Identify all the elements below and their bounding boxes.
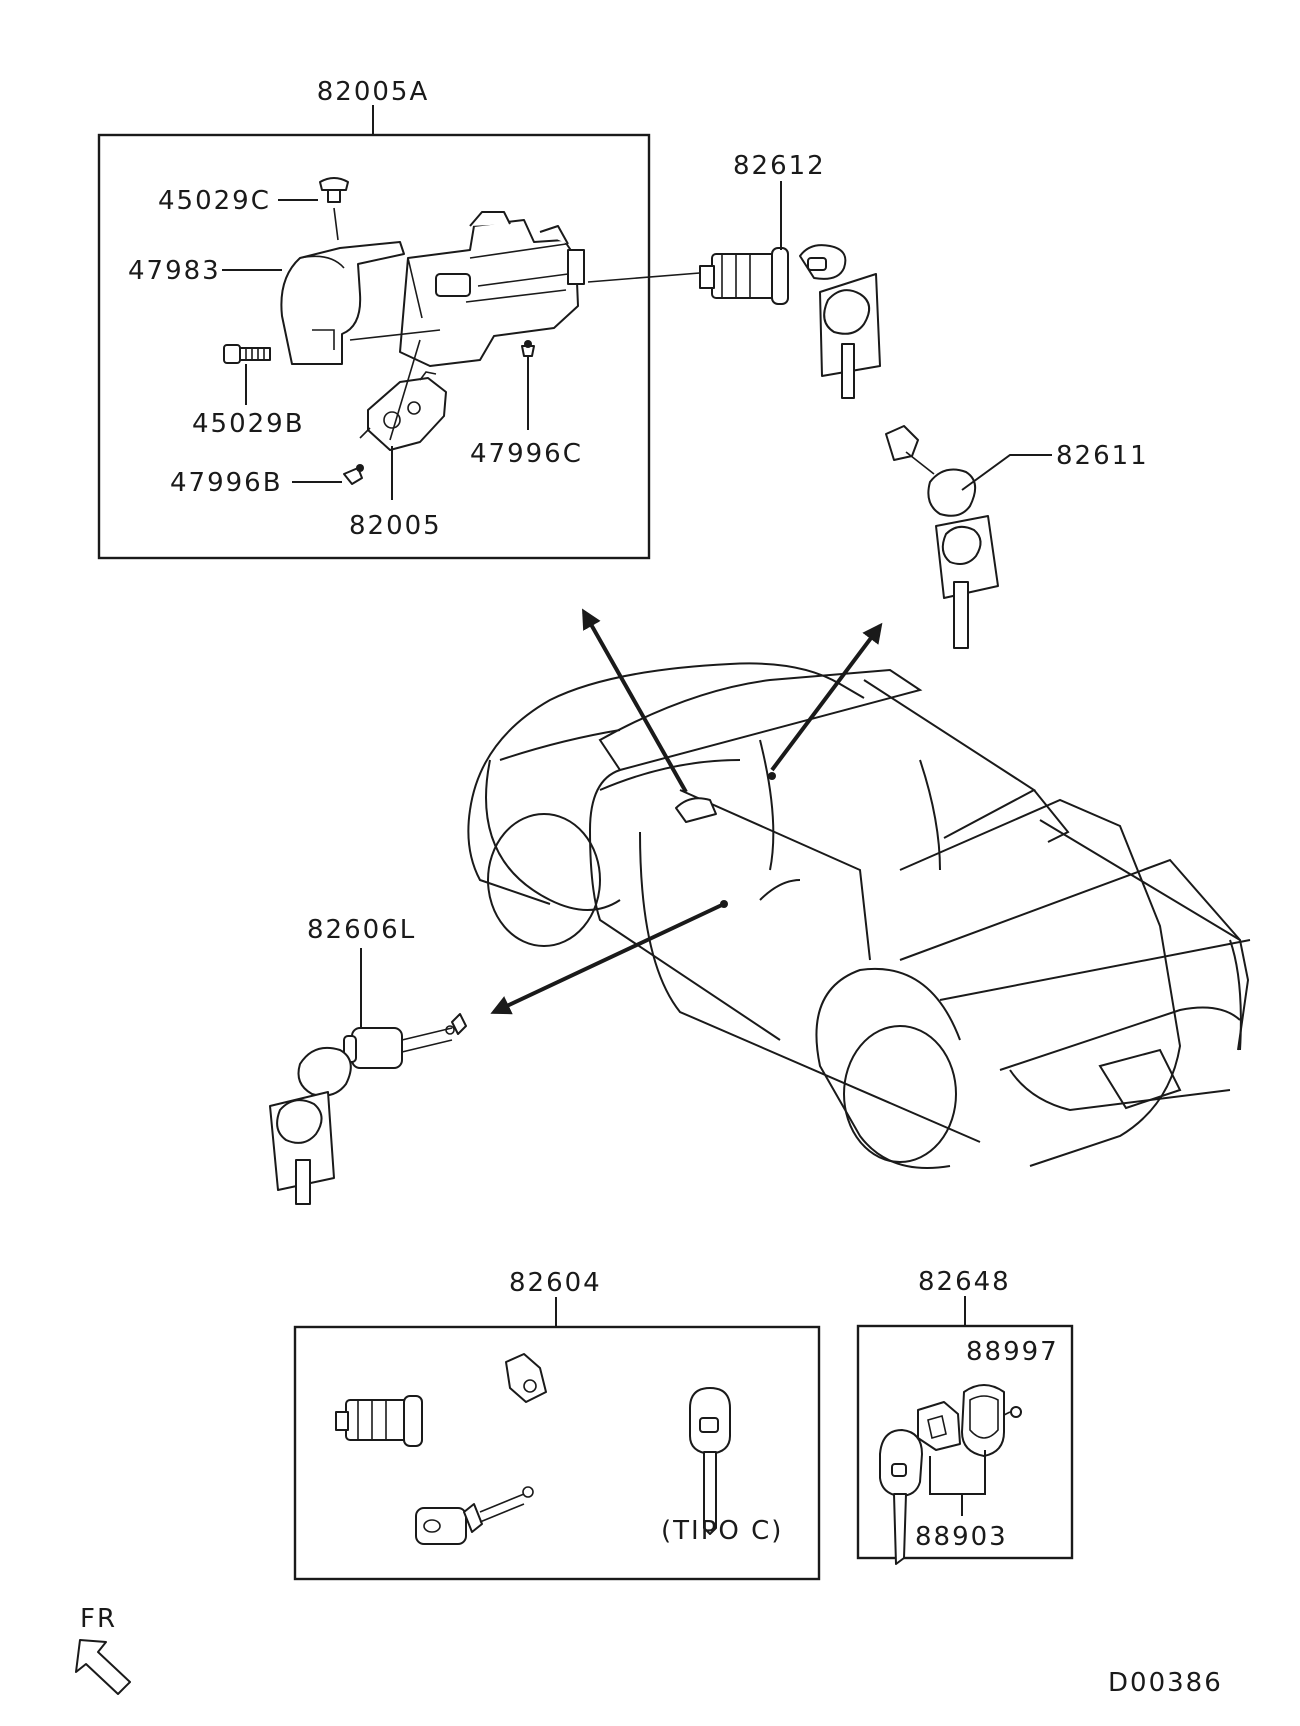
bracket-88903 [929, 1450, 986, 1495]
label-82648: 82648 [918, 1267, 1011, 1297]
label-82604: 82604 [509, 1268, 602, 1298]
key-kit-key-blank [879, 1429, 923, 1565]
leader-82611 [961, 454, 1052, 491]
screw-45029b [223, 344, 271, 364]
ignition-switch-assembly-group: 82005A 45029C 47983 45029B [97, 77, 651, 560]
guide-82005 [389, 339, 421, 441]
key-kit-shell-front [917, 1401, 961, 1451]
key-kit-screw-88997 [1001, 1406, 1022, 1418]
key-kit-group: 82648 88997 88903 [856, 1267, 1074, 1565]
label-47996b: 47996B [170, 468, 283, 498]
lock-set-small-cylinder [505, 1353, 547, 1403]
ignition-lock-housing [349, 211, 585, 367]
lock-set-ignition-cylinder [335, 1395, 423, 1447]
lock-set-door-cylinder [415, 1486, 534, 1545]
label-47996c: 47996C [470, 439, 583, 469]
ignition-key [799, 244, 881, 399]
front-direction-marker: FR [75, 1604, 131, 1695]
bolt-47996c [521, 340, 535, 357]
door-cylinder-group: 82606L [269, 915, 467, 1205]
steering-column-cover-47983 [280, 241, 405, 365]
label-45029b: 45029B [192, 409, 305, 439]
key-assembly-82611 [885, 425, 999, 649]
front-wheel [487, 813, 601, 947]
arrow-to-ignition-assembly [582, 608, 688, 793]
diagram-code: D00386 [1108, 1668, 1223, 1698]
key-assembly-group: 82611 [885, 425, 1149, 649]
ignition-switch-82005 [359, 371, 447, 451]
key-kit-shell-back [961, 1384, 1005, 1457]
door-key [269, 1046, 352, 1205]
ignition-cylinder-82612 [699, 247, 789, 305]
bolt-47996b [343, 464, 364, 485]
arrow-to-key-assembly [770, 622, 883, 772]
arrow-to-door-cylinder [490, 902, 725, 1015]
label-45029c: 45029C [158, 186, 271, 216]
label-82606l: 82606L [307, 915, 416, 945]
label-47983: 47983 [128, 256, 221, 286]
label-fr: FR [80, 1604, 117, 1634]
label-82611: 82611 [1056, 441, 1149, 471]
rear-wheel [843, 1025, 957, 1163]
screw-45029c [319, 177, 349, 203]
ignition-location-marker [675, 797, 717, 823]
door-lock-cylinder-82606l [343, 1013, 467, 1069]
label-82612: 82612 [733, 151, 826, 181]
guide-45029c [333, 207, 339, 241]
label-tipo-c: (TIPO C) [661, 1516, 783, 1546]
lock-set-group: 82604 (TIPO C) [293, 1268, 821, 1581]
guide-ignition-cylinder [587, 271, 713, 283]
ignition-cylinder-group: 82612 [587, 151, 881, 399]
label-82005: 82005 [349, 511, 442, 541]
front-arrow-icon [75, 1639, 131, 1695]
label-82005a: 82005A [317, 77, 430, 107]
pickup-truck-outline [467, 662, 1251, 1169]
lock-set-key-tipo-c [689, 1387, 731, 1535]
label-88903: 88903 [915, 1522, 1008, 1552]
label-88997: 88997 [966, 1337, 1059, 1367]
